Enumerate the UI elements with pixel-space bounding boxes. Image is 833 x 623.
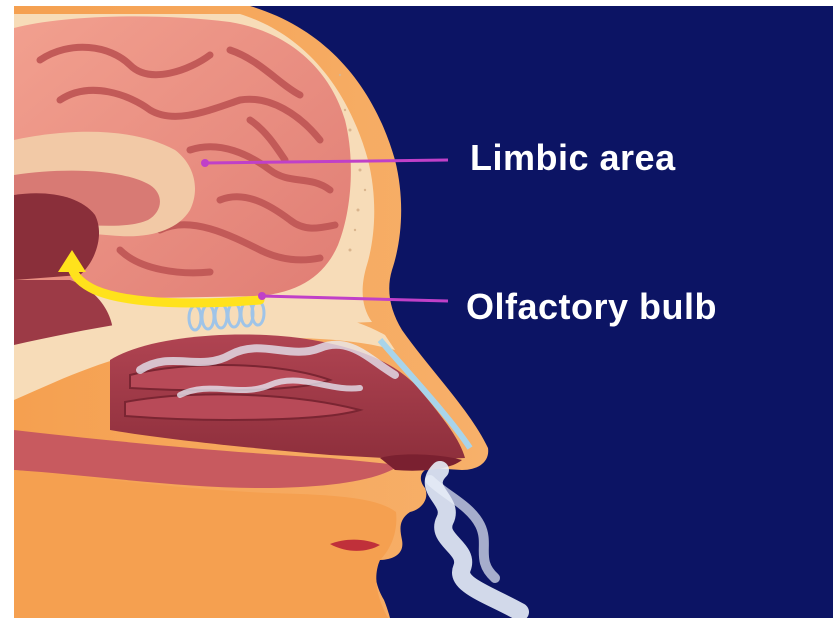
limbic-area-label: Limbic area — [470, 140, 676, 176]
olfactory-leader-dot — [258, 292, 266, 300]
olfactory-bulb-label: Olfactory bulb — [466, 289, 717, 325]
limbic-leader-dot — [201, 159, 209, 167]
